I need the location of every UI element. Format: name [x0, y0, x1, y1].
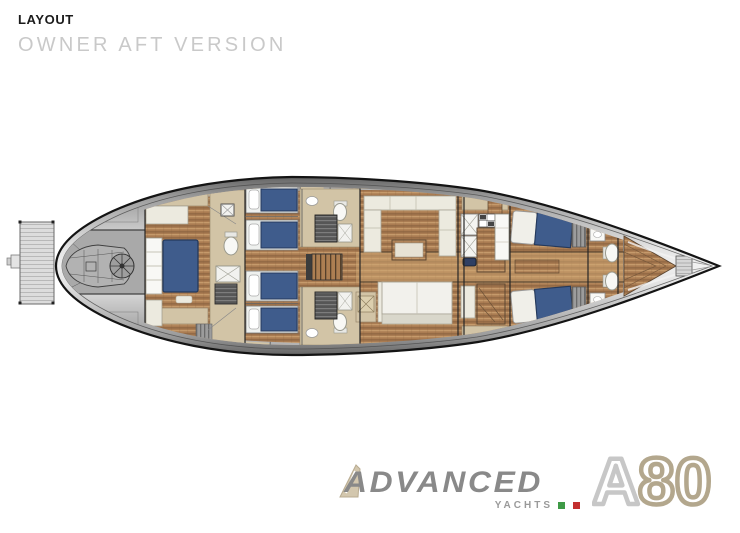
crew-cabin-forward	[510, 210, 587, 324]
guest-shower-port	[314, 214, 338, 243]
model-letter: A	[592, 444, 640, 518]
owner-bench	[175, 295, 193, 304]
shower-door-port	[337, 223, 353, 243]
owner-shower-door	[215, 265, 241, 283]
brand-logo: ADVANCED YACHTS A 80	[338, 444, 730, 522]
division-label: YACHTS	[494, 500, 553, 511]
galley-sink	[462, 257, 477, 267]
salon-sofa-lounge	[377, 281, 453, 325]
guest-sink-port	[305, 196, 319, 206]
guest-bed-3	[245, 270, 299, 302]
owner-sofa	[145, 205, 189, 225]
header: LAYOUT OWNER AFT VERSION	[18, 12, 287, 57]
galley-fridge	[494, 213, 510, 261]
brand-division: YACHTS	[450, 500, 580, 511]
swim-platform	[6, 220, 55, 305]
galley	[460, 195, 510, 273]
guest-bed-4	[245, 305, 299, 334]
guest-bed-2	[245, 219, 299, 251]
owner-cabin-aft	[145, 189, 246, 345]
model-badge: A 80	[592, 444, 714, 520]
sail-icon	[339, 464, 361, 498]
guest-sink-starboard	[305, 328, 319, 338]
tender-propeller	[109, 253, 135, 279]
forward-heads	[589, 227, 619, 307]
model-digits: 80	[638, 444, 711, 518]
galley-stove	[478, 213, 496, 228]
tender-garage	[62, 199, 147, 335]
companionway-stairs	[214, 283, 238, 305]
guest-shower-starboard	[314, 291, 338, 320]
owner-bed	[162, 239, 199, 293]
shower-door-starboard	[337, 291, 353, 311]
salon-table	[391, 239, 427, 261]
page-title: LAYOUT	[18, 12, 74, 27]
fwd-toilet-port	[602, 243, 619, 263]
salon-side-table	[355, 291, 377, 323]
italian-flag-green-icon	[558, 502, 565, 509]
salon	[355, 195, 457, 325]
guest-cabins	[245, 187, 361, 345]
italian-flag-red-icon	[573, 502, 580, 509]
bow	[621, 227, 712, 305]
brand-name: ADVANCED	[344, 466, 544, 499]
corridor-stairs	[311, 253, 343, 281]
fwd-toilet-starboard	[602, 271, 619, 291]
owner-toilet	[223, 231, 239, 256]
guest-bed-1	[245, 187, 299, 214]
owner-dresser	[145, 237, 163, 295]
bow-anchor-locker	[675, 255, 693, 277]
galley-cabinets	[460, 213, 479, 258]
salon-sofa-u	[363, 195, 457, 257]
page-subtitle: OWNER AFT VERSION	[18, 34, 287, 56]
tv-cabinet	[220, 203, 235, 217]
